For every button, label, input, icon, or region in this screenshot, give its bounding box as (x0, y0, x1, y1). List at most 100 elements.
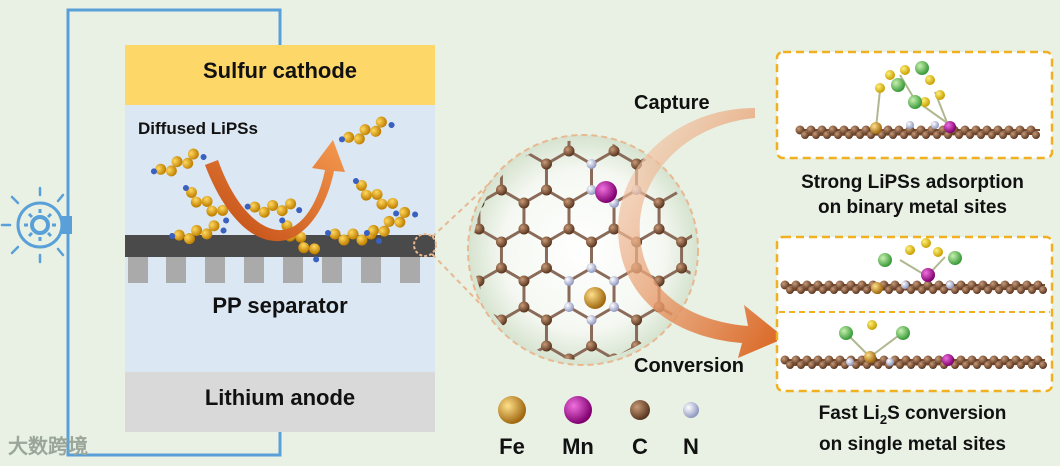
carbon-atom (609, 68, 620, 79)
carbon-atom (863, 286, 871, 294)
lips-chain (150, 148, 207, 177)
bond (456, 385, 479, 398)
bond (749, 34, 772, 47)
carbon-atom (744, 432, 755, 443)
caption-li-text: Fast Li (818, 403, 880, 424)
legend-spheres (498, 396, 699, 424)
manganese-atom (595, 181, 617, 203)
bond (473, 305, 480, 322)
sulfur-atom (217, 204, 229, 216)
nitrogen-atom (846, 358, 854, 366)
carbon-atom (744, 458, 755, 466)
sulfur-atom (285, 198, 297, 210)
carbon-atom (830, 286, 838, 294)
bond (524, 73, 547, 86)
sulfur-atom (187, 148, 199, 160)
sulfur-atom (356, 179, 367, 191)
adsorbate-bond (869, 332, 903, 358)
bond (727, 385, 750, 398)
lips-chain (363, 206, 419, 237)
bond (659, 385, 682, 398)
sulfur-atom (258, 206, 270, 218)
bond (704, 385, 727, 398)
sulfur-atom (183, 233, 195, 245)
bond (473, 344, 480, 360)
lips-chain (182, 185, 230, 224)
carbon-atom (885, 286, 893, 294)
carbon-atom (654, 380, 665, 391)
bond (434, 424, 457, 437)
bond (524, 385, 547, 398)
legend-n-label: N (683, 434, 699, 459)
lithium-atom (150, 168, 157, 175)
nitrogen-atom (586, 263, 597, 273)
carbon-atom (922, 131, 930, 139)
carbon-atom (1006, 286, 1014, 294)
bond (434, 307, 457, 320)
carbon-atom (721, 263, 732, 274)
lithium-atom (915, 61, 929, 75)
lithium-atom (223, 217, 230, 224)
bond (704, 229, 727, 242)
bond (659, 73, 682, 86)
bond (473, 149, 480, 166)
sulfur-atom (925, 75, 935, 85)
carbon-atom (812, 131, 820, 139)
manganese-atom (944, 121, 956, 133)
carbon-atom (383, 432, 394, 443)
carbon-atom (999, 131, 1007, 139)
carbon-atom (541, 81, 552, 92)
bond (501, 34, 524, 47)
legend-mn-sphere (564, 396, 592, 424)
carbon-atom (951, 286, 959, 294)
carbon-atom (819, 286, 827, 294)
conversion-caption: Fast Li2S conversion on single metal sit… (765, 401, 1060, 457)
carbon-atom (473, 432, 484, 443)
carbon-atom (766, 29, 777, 40)
carbon-atom (834, 458, 845, 466)
carbon-atom (428, 458, 439, 466)
bond (682, 34, 705, 47)
bond (682, 385, 705, 398)
carbon-atom (797, 286, 805, 294)
nitrogen-atom (886, 358, 894, 366)
carbon-atom (540, 184, 552, 196)
carbon-atom (518, 353, 530, 360)
carbon-atom (541, 419, 552, 430)
sulfur-atom (186, 186, 197, 198)
lithium-atom (200, 154, 207, 161)
lips-chain (352, 178, 400, 217)
bond (479, 112, 502, 125)
iron-atom (864, 351, 876, 363)
carbon-atom (586, 340, 598, 352)
carbon-atom (808, 361, 816, 369)
carbon-atom (988, 131, 996, 139)
sulfur-atom (208, 220, 220, 232)
bond (727, 34, 750, 47)
bond (479, 34, 502, 47)
carbon-atom (540, 314, 552, 326)
conversion-panel (775, 235, 1054, 393)
carbon-atom (789, 458, 800, 466)
zoom-line-bottom (431, 253, 521, 346)
carbon-atom (721, 185, 732, 196)
carbon-atom (786, 361, 794, 369)
carbon-atom (563, 145, 575, 157)
sulfur-atom (370, 125, 382, 137)
carbon-atom (766, 237, 777, 248)
bond (592, 73, 615, 86)
sulfur-atom (375, 116, 387, 128)
carbon-atom (631, 29, 642, 40)
carbon-atom (518, 275, 530, 287)
sulfur-atom (875, 83, 885, 93)
sulfur-atom (206, 205, 218, 217)
bond (478, 344, 503, 360)
bond (501, 73, 524, 86)
carbon-atom (451, 29, 462, 40)
carbon-atom (744, 354, 755, 365)
carbon-atom (856, 131, 864, 139)
carbon-atom (473, 42, 484, 53)
carbon-atom (744, 120, 755, 131)
bond (500, 344, 525, 360)
lithium-atom (182, 185, 189, 192)
